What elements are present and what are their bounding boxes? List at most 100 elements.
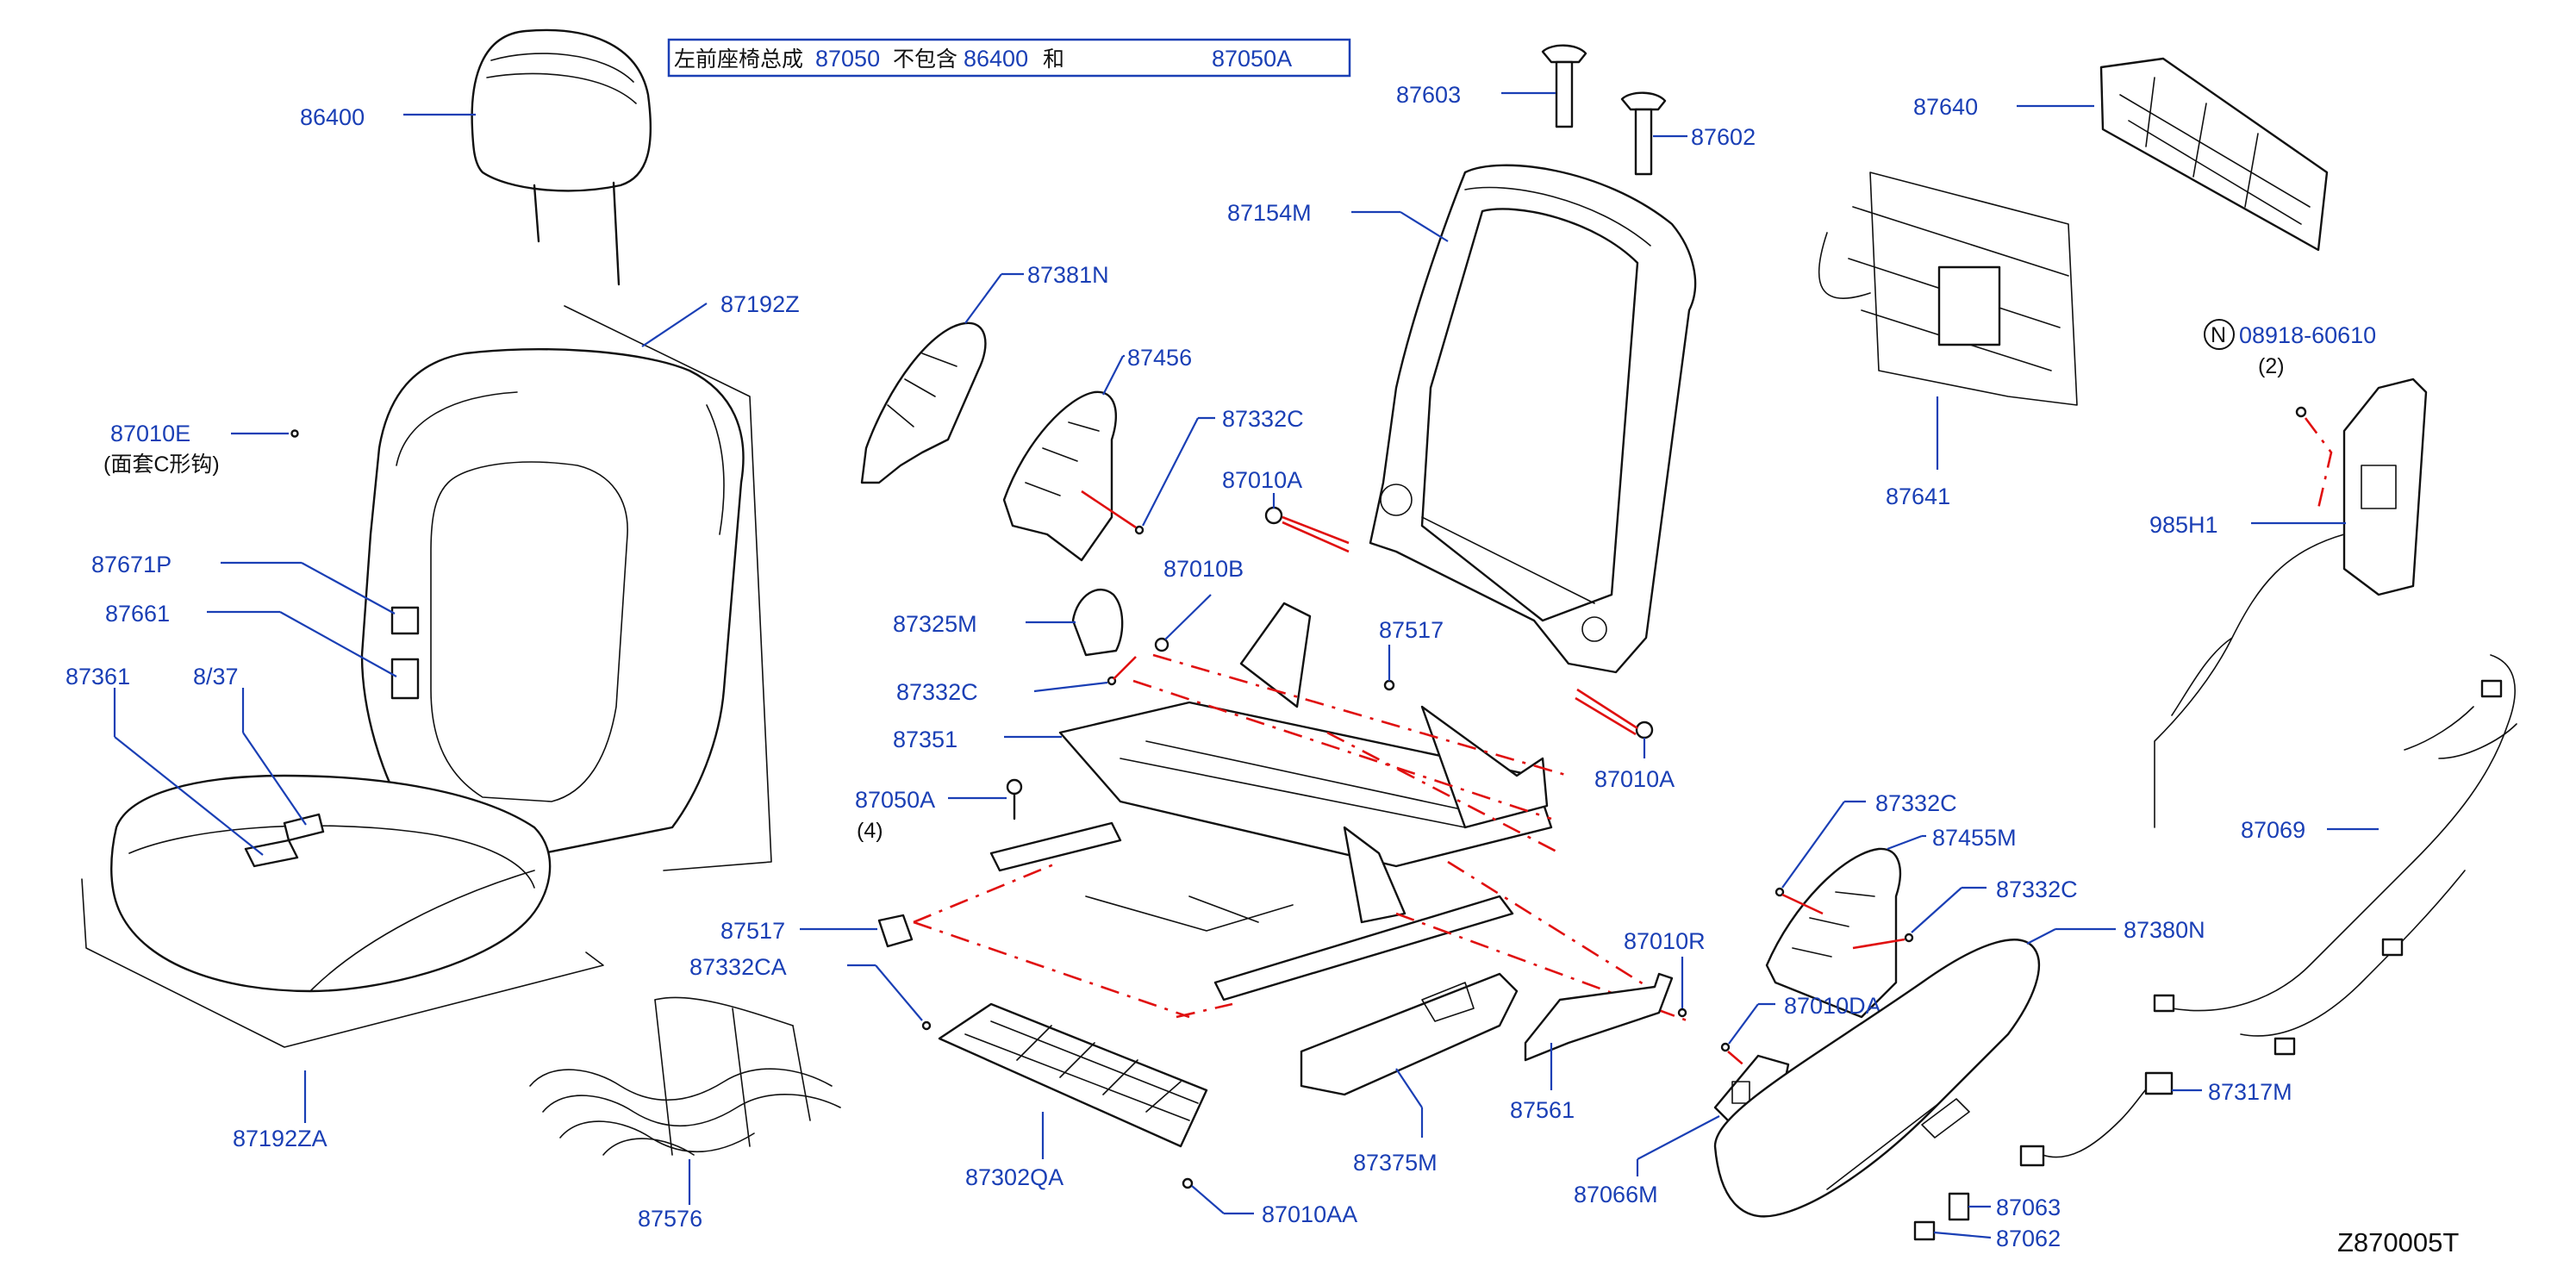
label-87192Z[interactable]: 87192Z bbox=[720, 291, 800, 317]
label-87332C-c[interactable]: 87332C bbox=[1875, 790, 1957, 816]
harness-87069[interactable] bbox=[2153, 654, 2517, 1056]
lumbar-87641[interactable] bbox=[1818, 172, 2078, 406]
pad-87661[interactable] bbox=[390, 658, 420, 700]
label-87561[interactable]: 87561 bbox=[1510, 1097, 1575, 1123]
cover-87325M[interactable] bbox=[1071, 588, 1124, 657]
bolt-87010A-b[interactable] bbox=[1635, 721, 1654, 739]
trim-87381N[interactable] bbox=[860, 321, 987, 484]
label-87063[interactable]: 87063 bbox=[1996, 1195, 2061, 1220]
knob-87062[interactable] bbox=[1913, 1220, 1936, 1241]
note-part-87050a[interactable]: 87050A bbox=[1212, 46, 1292, 72]
diagram-code: Z870005T bbox=[2337, 1227, 2459, 1257]
label-87361[interactable]: 87361 bbox=[65, 664, 130, 689]
back-frame-87154M[interactable] bbox=[1369, 164, 1697, 674]
label-87317M[interactable]: 87317M bbox=[2208, 1079, 2292, 1105]
label-87375M[interactable]: 87375M bbox=[1353, 1150, 1438, 1176]
label-87010DA[interactable]: 87010DA bbox=[1784, 993, 1881, 1019]
label-87010AA[interactable]: 87010AA bbox=[1262, 1201, 1357, 1227]
label-08918-60610-qty: (2) bbox=[2258, 354, 2285, 378]
plate-87640[interactable] bbox=[2099, 57, 2329, 252]
label-87050A[interactable]: 87050A bbox=[855, 787, 935, 813]
label-87381N[interactable]: 87381N bbox=[1027, 262, 1109, 288]
screw-87332C-d[interactable] bbox=[1904, 933, 1914, 943]
clip-87517-b[interactable] bbox=[877, 914, 914, 948]
side-cover-87375M[interactable] bbox=[1300, 972, 1519, 1096]
guide-87602[interactable] bbox=[1620, 91, 1667, 176]
label-87602[interactable]: 87602 bbox=[1691, 124, 1756, 150]
note-part-87050[interactable]: 87050 bbox=[815, 46, 880, 72]
label-08918-60610[interactable]: 08918-60610 bbox=[2239, 322, 2376, 348]
nut-08918-60610[interactable] bbox=[2295, 406, 2307, 418]
bolt-87010AA[interactable] bbox=[1182, 1177, 1194, 1189]
label-87325M[interactable]: 87325M bbox=[893, 611, 977, 637]
label-87302QA[interactable]: 87302QA bbox=[965, 1164, 1063, 1190]
clip-87517-a[interactable] bbox=[1383, 679, 1395, 691]
label-87010E[interactable]: 87010E bbox=[110, 421, 190, 446]
label-87351[interactable]: 87351 bbox=[893, 727, 957, 752]
label-985H1[interactable]: 985H1 bbox=[2149, 512, 2218, 538]
cushion-frame-87351[interactable] bbox=[989, 602, 1553, 1001]
headrest-86400[interactable] bbox=[471, 28, 652, 286]
airbag-985H1[interactable] bbox=[2154, 377, 2428, 828]
label-87661[interactable]: 87661 bbox=[105, 601, 170, 627]
label-87332C-b[interactable]: 87332C bbox=[896, 679, 978, 705]
label-87641[interactable]: 87641 bbox=[1886, 484, 1950, 509]
spring-mat-87576[interactable] bbox=[529, 996, 841, 1156]
label-87069[interactable]: 87069 bbox=[2241, 817, 2305, 843]
label-87517-b[interactable]: 87517 bbox=[720, 918, 785, 944]
bolt-87010A-a[interactable] bbox=[1264, 506, 1283, 525]
screw-87332CA[interactable] bbox=[921, 1020, 932, 1031]
label-87332C-a[interactable]: 87332C bbox=[1222, 406, 1304, 432]
label-87640[interactable]: 87640 bbox=[1913, 94, 1978, 120]
label-87050A-qty: (4) bbox=[857, 819, 883, 843]
harness-87317M[interactable] bbox=[2019, 1071, 2174, 1167]
trim-87455M[interactable] bbox=[1765, 847, 1902, 1019]
label-87603[interactable]: 87603 bbox=[1396, 82, 1461, 108]
label-87066M[interactable]: 87066M bbox=[1574, 1182, 1658, 1207]
bolt-87010B[interactable] bbox=[1154, 637, 1169, 652]
label-87010A-a[interactable]: 87010A bbox=[1222, 467, 1302, 493]
label-87456[interactable]: 87456 bbox=[1127, 345, 1192, 371]
note-middle: 不包含 bbox=[893, 47, 957, 72]
label-87154M[interactable]: 87154M bbox=[1227, 200, 1312, 226]
bolt-87050A[interactable] bbox=[1006, 778, 1023, 820]
label-87671P[interactable]: 87671P bbox=[91, 552, 172, 577]
note-suffix: 和 bbox=[1043, 47, 1064, 72]
label-87062[interactable]: 87062 bbox=[1996, 1226, 2061, 1251]
label-87010E-note: (面套C形钩) bbox=[103, 452, 220, 477]
bolt-87010DA[interactable] bbox=[1720, 1042, 1731, 1052]
label-87332C-d[interactable]: 87332C bbox=[1996, 877, 2078, 902]
mat-87302QA[interactable] bbox=[938, 1002, 1208, 1148]
pad-87671P[interactable] bbox=[390, 606, 420, 635]
label-87576[interactable]: 87576 bbox=[638, 1206, 702, 1232]
label-87380N[interactable]: 87380N bbox=[2124, 917, 2205, 943]
note-part-86400[interactable]: 86400 bbox=[964, 46, 1028, 72]
screw-87332C-a[interactable] bbox=[1134, 525, 1145, 535]
label-87332CA[interactable]: 87332CA bbox=[689, 954, 787, 980]
pad-87337[interactable] bbox=[283, 813, 325, 842]
note-frame bbox=[667, 38, 1351, 78]
label-87337[interactable]: 8/37 bbox=[193, 664, 239, 689]
label-87010A-b[interactable]: 87010A bbox=[1594, 766, 1675, 792]
screw-87332C-c[interactable] bbox=[1775, 887, 1785, 897]
label-87010B[interactable]: 87010B bbox=[1163, 556, 1244, 582]
knob-87063[interactable] bbox=[1948, 1192, 1970, 1221]
pad-87361[interactable] bbox=[244, 839, 299, 868]
label-86400[interactable]: 86400 bbox=[300, 104, 365, 130]
label-87517-a[interactable]: 87517 bbox=[1379, 617, 1444, 643]
label-87192ZA[interactable]: 87192ZA bbox=[233, 1126, 327, 1151]
assembly-note: 左前座椅总成 87050 不包含 86400 和 87050A bbox=[667, 38, 1351, 78]
label-08918-symbol: N bbox=[2211, 323, 2226, 347]
seat-cover-assembly[interactable] bbox=[81, 305, 772, 1048]
label-87455M[interactable]: 87455M bbox=[1932, 825, 2017, 851]
note-prefix: 左前座椅总成 bbox=[674, 47, 803, 72]
guide-87603[interactable] bbox=[1541, 44, 1587, 128]
nut-symbol-circle bbox=[2204, 319, 2235, 350]
side-finisher-87380N[interactable] bbox=[1713, 939, 2041, 1218]
trim-87456[interactable] bbox=[1002, 390, 1118, 562]
clip-87010E[interactable] bbox=[290, 429, 299, 438]
label-87010R[interactable]: 87010R bbox=[1624, 928, 1706, 954]
bolt-87010R[interactable] bbox=[1677, 1008, 1687, 1018]
bracket-87561[interactable] bbox=[1524, 972, 1674, 1062]
